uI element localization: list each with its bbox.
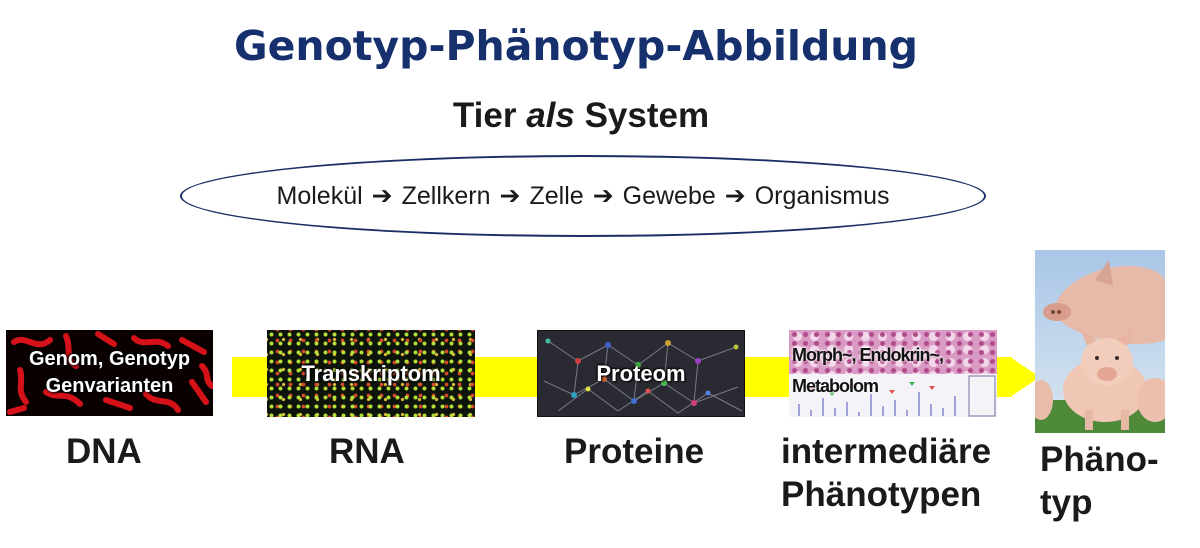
slide-subtitle: Tier als System — [0, 96, 1162, 136]
label-proteins: Proteine — [564, 432, 705, 471]
subtitle-emphasis: als — [526, 96, 575, 135]
pig-image — [1035, 250, 1165, 433]
level-molecule: Molekül — [276, 181, 363, 210]
histology-image — [789, 330, 997, 374]
label-phenotype-line1: Phäno- — [1040, 440, 1159, 479]
protein-panel-caption: Proteom — [596, 360, 686, 386]
level-nucleus: Zellkern — [401, 181, 491, 210]
pig-photo — [1035, 250, 1165, 433]
arrow-right-icon: ➔ — [724, 182, 746, 210]
subtitle-prefix: Tier — [452, 96, 527, 135]
label-intermediate-phenotypes: intermediäre Phänotypen — [781, 430, 991, 516]
dna-image-panel: Genom, Genotyp Genvarianten — [6, 330, 213, 416]
dna-panel-line1: Genom, Genotyp — [28, 348, 191, 370]
label-phenotype: Phäno- typ — [1040, 438, 1159, 524]
subtitle-suffix: System — [574, 96, 710, 135]
spectrum-plot — [798, 375, 996, 416]
intermediate-panel-caption: Morph~, Endokrin~, Metabolom — [792, 340, 944, 402]
intermediate-panel-line1: Morph~, Endokrin~, — [792, 345, 944, 365]
system-levels: Molekül ➔ Zellkern ➔ Zelle ➔ Gewebe ➔ Or… — [180, 155, 986, 237]
label-phenotype-line2: typ — [1040, 483, 1093, 522]
spectrum-image — [789, 373, 997, 417]
level-tissue: Gewebe — [622, 181, 716, 210]
arrow-right-icon: ➔ — [592, 182, 614, 210]
label-dna: DNA — [66, 432, 142, 471]
arrow-right-icon: ➔ — [371, 182, 393, 210]
protein-network-image — [543, 338, 743, 414]
dna-panel-line2: Genvarianten — [45, 375, 174, 397]
dna-panel-caption: Genom, Genotyp Genvarianten — [29, 346, 190, 400]
rna-microarray-panel: Transkriptom — [267, 330, 475, 417]
slide-title: Genotyp-Phänotyp-Abbildung — [233, 22, 919, 70]
protein-network-panel: Proteom — [537, 330, 745, 417]
label-intermediate-line2: Phänotypen — [781, 475, 982, 514]
system-levels-ellipse — [180, 155, 986, 237]
chromosome-image — [7, 331, 213, 415]
label-rna: RNA — [329, 432, 405, 471]
intermediate-phenotypes-panel: Morph~, Endokrin~, Metabolom — [789, 330, 997, 417]
arrow-right-icon: ➔ — [499, 182, 521, 210]
rna-panel-caption: Transkriptom — [301, 360, 441, 386]
level-organism: Organismus — [754, 181, 890, 210]
label-intermediate-line1: intermediäre — [781, 432, 992, 471]
intermediate-panel-line2: Metabolom — [792, 376, 879, 396]
level-cell: Zelle — [529, 181, 584, 210]
